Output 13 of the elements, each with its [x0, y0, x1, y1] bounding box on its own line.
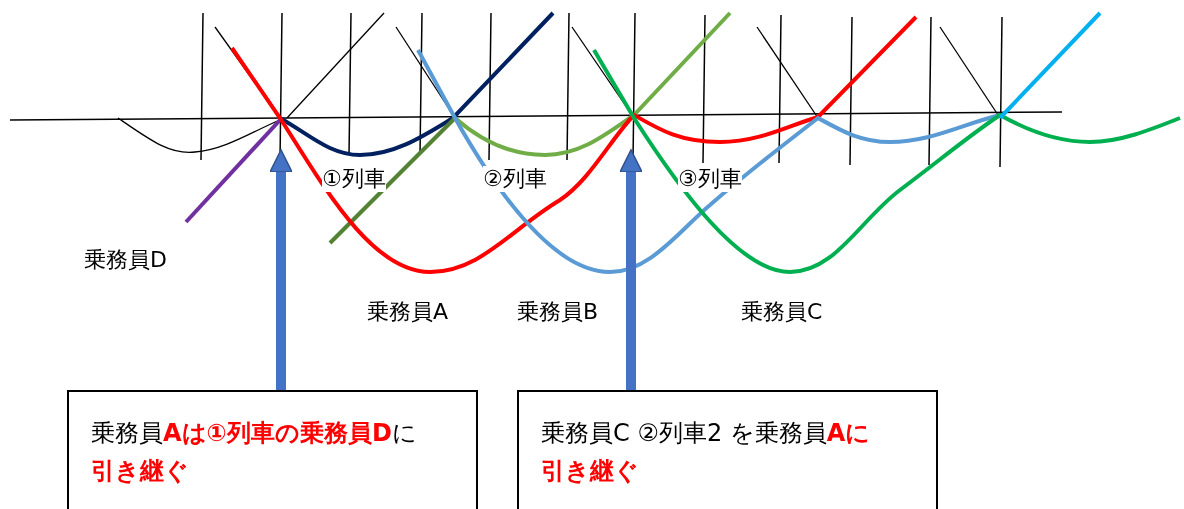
note-text: 乗務員Aは①列車の乗務員Dに引き継ぐ	[91, 418, 418, 487]
train-label: ③列車	[678, 166, 742, 192]
note-box	[67, 390, 478, 509]
crew-label: 乗務員B	[517, 299, 599, 325]
crew-label: 乗務員C	[741, 299, 823, 325]
note-box	[517, 390, 938, 509]
arrow	[619, 149, 643, 390]
arrow	[269, 149, 293, 390]
train-label: ①列車	[322, 166, 386, 192]
note-text: 乗務員C ②列車2 を乗務員Aに引き継ぐ	[541, 418, 872, 487]
crew-label: 乗務員A	[367, 299, 449, 325]
train-label: ②列車	[483, 166, 547, 192]
crew-label: 乗務員D	[84, 247, 167, 273]
